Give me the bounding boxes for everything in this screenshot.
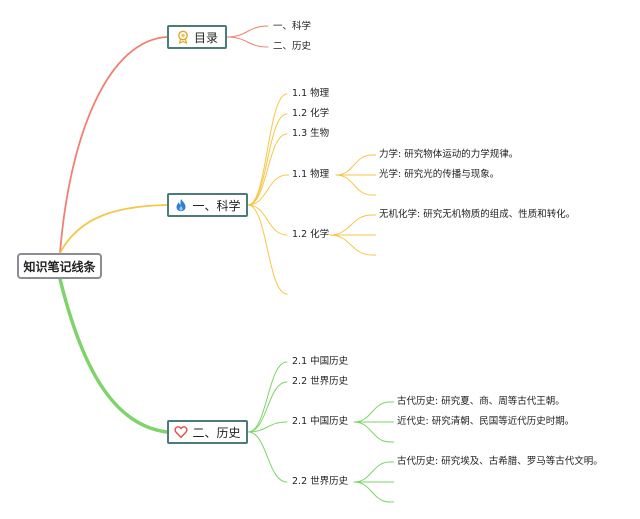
topic-science[interactable]: 一、科学 xyxy=(273,21,312,32)
branch-label: 目录 xyxy=(193,30,218,45)
child-connector xyxy=(226,36,269,48)
topic-history[interactable]: 二、历史 xyxy=(273,41,312,52)
award-ribbon-icon xyxy=(176,30,190,44)
note-modern-history[interactable]: 近代史: 研究清朝、民国等近代历史时期。 xyxy=(397,416,575,427)
branch-node-science[interactable]: 一、科学 xyxy=(167,193,248,217)
branch-label: 一、科学 xyxy=(192,198,241,213)
topic-biology[interactable]: 1.3 生物 xyxy=(292,128,330,139)
topic-chemistry-detail[interactable]: 1.2 化学 xyxy=(292,229,330,240)
note-ancient-civilizations[interactable]: 古代历史: 研究埃及、古希腊、罗马等古代文明。 xyxy=(397,456,603,467)
topic-physics-detail[interactable]: 1.1 物理 xyxy=(292,169,330,180)
note-connector xyxy=(353,461,391,483)
topic-world-history[interactable]: 2.2 世界历史 xyxy=(292,376,349,387)
child-connector xyxy=(247,204,288,236)
branch-node-history[interactable]: 二、历史 xyxy=(167,420,248,444)
flame-icon xyxy=(174,198,188,212)
child-connector xyxy=(247,113,288,206)
child-connector xyxy=(247,204,288,295)
topic-world-history-detail[interactable]: 2.2 世界历史 xyxy=(292,476,349,487)
root-label: 知识笔记线条 xyxy=(23,259,96,274)
child-connector xyxy=(247,361,288,433)
note-connector xyxy=(353,481,391,503)
heart-icon xyxy=(174,425,189,439)
topic-chemistry[interactable]: 1.2 化学 xyxy=(292,108,330,119)
child-connector xyxy=(226,25,269,38)
child-connector xyxy=(247,421,288,433)
note-ancient-history[interactable]: 古代历史: 研究夏、商、周等古代王朝。 xyxy=(397,396,565,407)
note-connector xyxy=(335,174,373,196)
topic-chinese-history[interactable]: 2.1 中国历史 xyxy=(292,356,349,367)
note-inorganic-chemistry[interactable]: 无机化学: 研究无机物质的组成、性质和转化。 xyxy=(379,209,576,220)
note-connector xyxy=(353,421,391,443)
note-optics[interactable]: 光学: 研究光的传播与现象。 xyxy=(379,169,500,180)
branch-node-contents[interactable]: 目录 xyxy=(167,25,227,49)
child-connector xyxy=(247,93,288,206)
branch-connector xyxy=(59,204,168,254)
topic-chinese-history-detail[interactable]: 2.1 中国历史 xyxy=(292,416,349,427)
child-connector xyxy=(247,431,288,483)
child-connector xyxy=(247,174,288,206)
branch-label: 二、历史 xyxy=(192,425,241,440)
note-connector xyxy=(329,214,373,236)
note-connector xyxy=(353,401,391,423)
child-connector xyxy=(247,381,288,433)
note-mechanics[interactable]: 力学: 研究物体运动的力学规律。 xyxy=(379,149,519,160)
topic-physics[interactable]: 1.1 物理 xyxy=(292,88,330,99)
note-connector xyxy=(329,234,373,256)
note-connector xyxy=(335,154,373,176)
child-connector xyxy=(247,133,288,206)
branch-connector xyxy=(58,277,169,434)
branch-connector xyxy=(59,36,168,254)
root-node[interactable]: 知识笔记线条 xyxy=(17,253,102,279)
